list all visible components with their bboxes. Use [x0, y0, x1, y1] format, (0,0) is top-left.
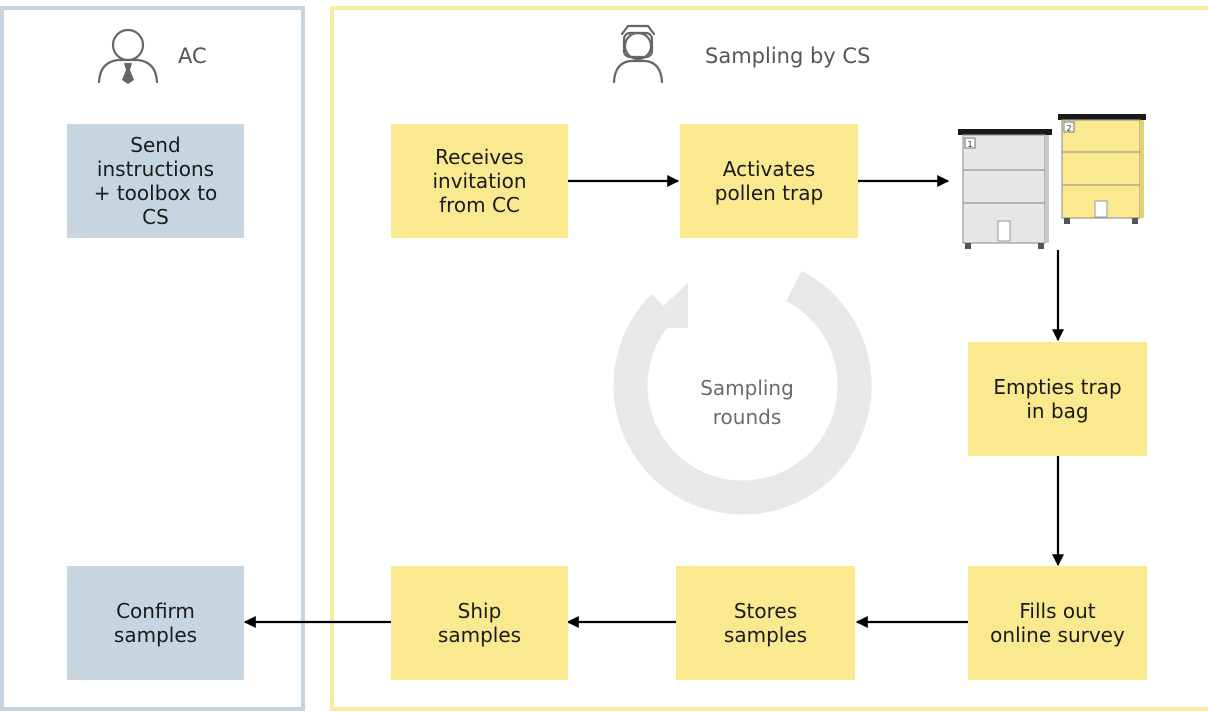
step-empties-trap-label: Empties trap in bag	[993, 375, 1122, 423]
step-fills-survey: Fills out online survey	[968, 566, 1147, 680]
lane-title-ac: AC	[178, 44, 207, 68]
step-ship-samples: Ship samples	[391, 566, 568, 680]
cycle-label: Sampling rounds	[700, 376, 794, 429]
step-stores-samples-label: Stores samples	[723, 599, 808, 647]
beekeeper-icon	[612, 24, 664, 84]
beehive-icon	[1058, 114, 1146, 224]
step-activates-trap-label: Activates pollen trap	[714, 157, 824, 205]
step-receives-invitation-label: Receives invitation from CC	[432, 145, 527, 217]
step-activates-trap: Activates pollen trap	[680, 124, 858, 238]
beehive-icon	[958, 129, 1052, 249]
lane-ac	[0, 6, 305, 711]
step-empties-trap: Empties trap in bag	[968, 342, 1147, 456]
person-with-tie-icon	[97, 28, 159, 84]
step-confirm-samples: Confirm samples	[67, 566, 244, 680]
step-confirm-samples-label: Confirm samples	[113, 599, 198, 647]
step-send-instructions-label: Send instructions + toolbox to CS	[93, 133, 218, 229]
step-send-instructions: Send instructions + toolbox to CS	[67, 124, 244, 238]
step-fills-survey-label: Fills out online survey	[990, 599, 1125, 647]
circular-arrow-icon	[613, 270, 872, 515]
step-ship-samples-label: Ship samples	[437, 599, 522, 647]
step-stores-samples: Stores samples	[676, 566, 855, 680]
lane-title-cs: Sampling by CS	[705, 44, 871, 68]
hive-label-1: 1	[967, 140, 972, 149]
hive-label-2: 2	[1066, 124, 1071, 133]
step-receives-invitation: Receives invitation from CC	[391, 124, 568, 238]
lane-sampling-by-cs	[330, 6, 1208, 711]
